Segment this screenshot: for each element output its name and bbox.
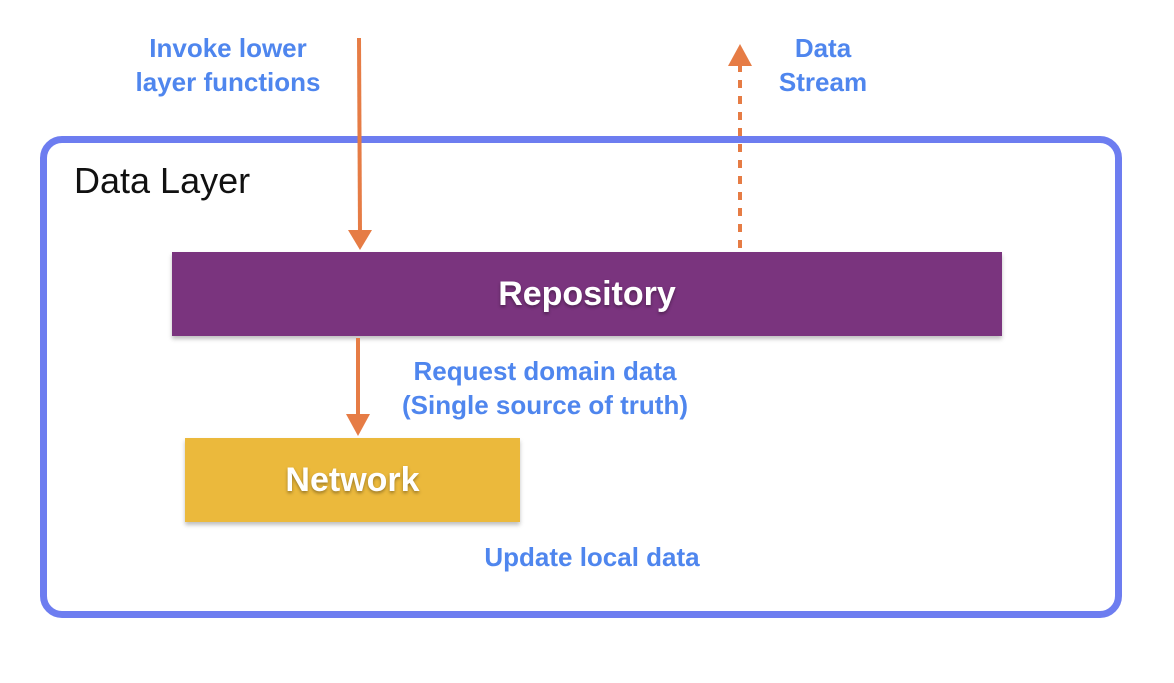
request-label: Request domain data (Single source of tr…	[380, 354, 710, 422]
invoke-label-line2: layer functions	[135, 67, 321, 97]
stream-label-line2: Stream	[778, 67, 868, 97]
request-label-line2: (Single source of truth)	[402, 390, 688, 420]
stream-label: Data Stream	[748, 31, 898, 99]
network-box: Network	[185, 438, 520, 522]
stream-label-line1: Data	[794, 33, 852, 63]
network-label: Network	[285, 460, 420, 499]
data-stream-arrow	[728, 44, 752, 248]
data-layer-container	[40, 136, 1122, 618]
update-label: Update local data	[484, 542, 700, 572]
invoke-arrow	[348, 37, 372, 250]
request-label-line1: Request domain data	[413, 356, 677, 386]
repository-label: Repository	[498, 274, 676, 313]
request-arrow	[346, 338, 370, 436]
data-layer-title: Data Layer	[74, 160, 251, 201]
invoke-label: Invoke lower layer functions	[118, 31, 338, 99]
repository-box: Repository	[172, 252, 1002, 336]
invoke-label-line1: Invoke lower	[149, 33, 307, 63]
